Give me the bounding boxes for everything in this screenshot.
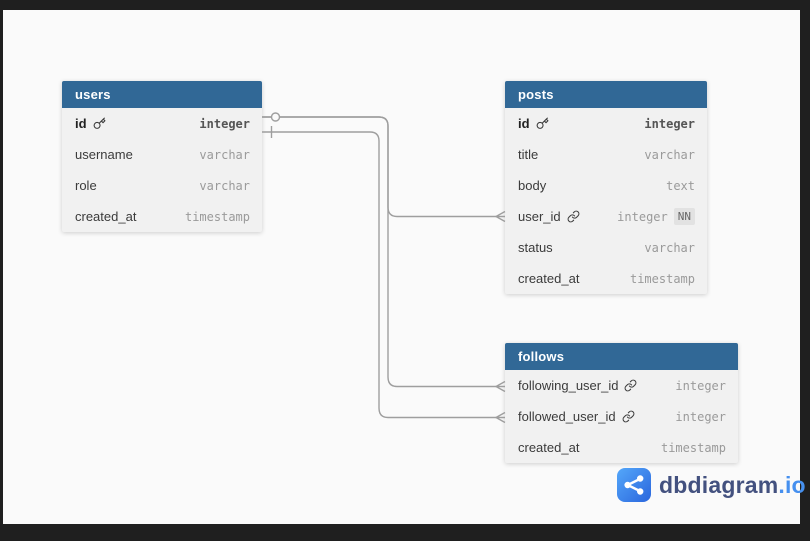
field-name: role: [75, 178, 97, 193]
field-name-label: id: [75, 116, 87, 131]
field-type: varchar: [199, 179, 250, 193]
key-icon: [536, 117, 549, 130]
link-icon: [622, 410, 635, 423]
field-type: integer: [675, 410, 726, 424]
field-type: varchar: [199, 148, 250, 162]
field-row-posts-user_id[interactable]: user_id integer NN: [505, 201, 707, 232]
field-type-label: varchar: [199, 147, 250, 162]
field-row-follows-created_at[interactable]: created_at timestamp: [505, 432, 738, 463]
dbdiagram-wordmark: dbdiagram.io: [659, 472, 806, 499]
table-users[interactable]: users id integer username varchar role varcha…: [62, 81, 262, 232]
field-type-label: timestamp: [629, 271, 695, 286]
field-name-label: created_at: [75, 209, 137, 224]
table-posts[interactable]: posts id integer title varchar body text user_…: [505, 81, 707, 294]
field-type: timestamp: [185, 210, 250, 224]
field-type-label: varchar: [644, 147, 695, 162]
field-row-follows-following_user_id[interactable]: following_user_id integer: [505, 370, 738, 401]
field-row-users-role[interactable]: role varchar: [62, 170, 262, 201]
share-icon: [624, 475, 644, 495]
field-type: integer: [199, 117, 250, 131]
field-row-posts-status[interactable]: status varchar: [505, 232, 707, 263]
field-type-label: text: [666, 178, 695, 193]
key-icon: [93, 117, 106, 130]
field-type-label: integer: [675, 378, 726, 393]
field-type: integer: [644, 117, 695, 131]
field-type: text: [666, 179, 695, 193]
field-type-label: integer: [644, 116, 695, 131]
field-type-label: varchar: [644, 240, 695, 255]
field-name: body: [518, 178, 546, 193]
field-type-label: integer: [199, 116, 250, 131]
field-row-posts-title[interactable]: title varchar: [505, 139, 707, 170]
table-users-header[interactable]: users: [62, 81, 262, 108]
field-name-label: title: [518, 147, 539, 162]
field-name: title: [518, 147, 538, 162]
field-name: created_at: [518, 440, 579, 455]
field-type: integer NN: [617, 208, 695, 225]
field-type-label: timestamp: [184, 209, 250, 224]
field-name-label: body: [518, 178, 547, 193]
field-name: id: [75, 116, 106, 131]
field-name: status: [518, 240, 553, 255]
table-follows-title: follows: [518, 349, 565, 364]
field-name-label: role: [75, 178, 97, 193]
brand-suffix: .io: [778, 471, 806, 498]
field-row-users-id[interactable]: id integer: [62, 108, 262, 139]
table-users-body: id integer username varchar role varchar creat…: [62, 108, 262, 232]
field-type: varchar: [644, 241, 695, 255]
field-row-users-created_at[interactable]: created_at timestamp: [62, 201, 262, 232]
dbdiagram-logo-icon: [617, 468, 651, 502]
field-name: created_at: [518, 271, 579, 286]
field-type: timestamp: [661, 441, 726, 455]
field-type: integer: [675, 379, 726, 393]
field-name: user_id: [518, 209, 580, 224]
field-name-label: created_at: [518, 440, 580, 455]
field-row-users-username[interactable]: username varchar: [62, 139, 262, 170]
field-type: varchar: [644, 148, 695, 162]
field-row-posts-id[interactable]: id integer: [505, 108, 707, 139]
field-type-label: integer: [617, 209, 668, 224]
field-name: username: [75, 147, 133, 162]
field-name: followed_user_id: [518, 409, 635, 424]
field-name: following_user_id: [518, 378, 637, 393]
table-posts-header[interactable]: posts: [505, 81, 707, 108]
table-posts-title: posts: [518, 87, 554, 102]
field-name-label: status: [518, 240, 553, 255]
field-row-posts-body[interactable]: body text: [505, 170, 707, 201]
table-users-title: users: [75, 87, 111, 102]
link-icon: [567, 210, 580, 223]
dbdiagram-watermark[interactable]: dbdiagram.io: [617, 468, 806, 502]
field-type-label: integer: [675, 409, 726, 424]
field-type-label: timestamp: [660, 440, 726, 455]
field-name: id: [518, 116, 549, 131]
field-name: created_at: [75, 209, 136, 224]
link-icon: [624, 379, 637, 392]
field-name-label: id: [518, 116, 530, 131]
field-row-follows-followed_user_id[interactable]: followed_user_id integer: [505, 401, 738, 432]
field-name-label: user_id: [518, 209, 561, 224]
field-name-label: followed_user_id: [518, 409, 616, 424]
table-follows-header[interactable]: follows: [505, 343, 738, 370]
field-type: timestamp: [630, 272, 695, 286]
brand-text: dbdiagram: [659, 471, 779, 498]
field-type-label: varchar: [199, 178, 250, 193]
field-name-label: created_at: [518, 271, 580, 286]
field-name-label: following_user_id: [518, 378, 619, 393]
field-row-posts-created_at[interactable]: created_at timestamp: [505, 263, 707, 294]
not-null-badge: NN: [673, 208, 695, 225]
table-posts-body: id integer title varchar body text user_id inte…: [505, 108, 707, 294]
field-name-label: username: [75, 147, 133, 162]
